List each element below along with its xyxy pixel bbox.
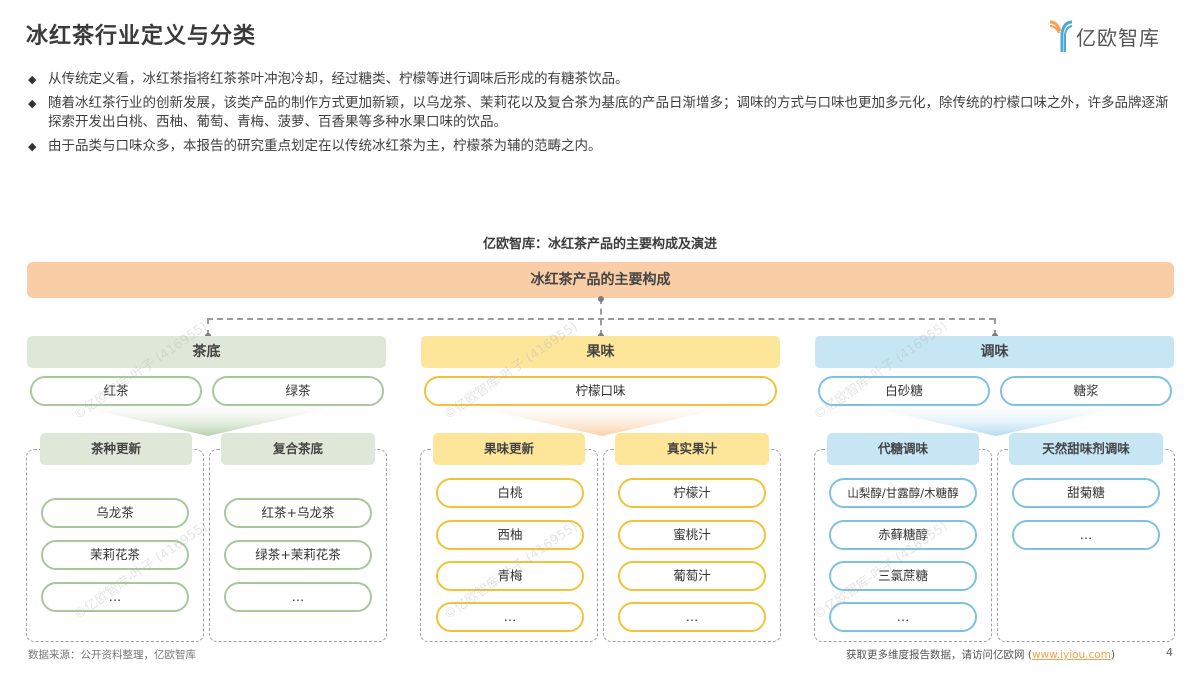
logo: 亿欧智库 [1048,18,1178,54]
group-item: 三氯蔗糖 [829,561,977,591]
group-item: 乌龙茶 [41,498,189,528]
diamond-bullet-icon: ◆ [28,140,37,153]
group-header: 果味更新 [433,433,585,465]
group-item: 绿茶+茉莉花茶 [224,540,372,570]
diagram-title: 亿欧智库：冰红茶产品的主要构成及演进 [482,237,717,252]
footer-note-prefix: 获取更多维度报告数据，请访问亿欧网 ( [846,649,1032,661]
group-item: … [1012,520,1160,550]
group-header: 复合茶底 [221,433,375,465]
footer-note-suffix: ) [1110,649,1116,661]
group-item: … [41,582,189,612]
page-title: 冰红茶行业定义与分类 [26,24,257,49]
connector-line [600,298,602,336]
base-item: 柠檬口味 [424,376,777,406]
bullet-text: 由于品类与口味众多，本报告的研究重点划定在以传统冰红茶为主，柠檬茶为辅的范畴之内… [48,138,602,154]
group-item: 茉莉花茶 [41,540,189,570]
logo-icon [1049,20,1073,52]
bullet-text: 从传统定义看，冰红茶指将红茶茶叶冲泡冷却，经过糖类、柠檬等进行调味后形成的有糖茶… [48,71,629,87]
arrow-down-icon [838,400,1154,436]
category-fruit-flavor: 果味 [421,336,780,368]
group-item: 红茶+乌龙茶 [224,498,372,528]
bullet-item: ◆ 随着冰红茶行业的创新发展，该类产品的制作方式更加新颖，以乌龙茶、茉莉花以及复… [28,94,1178,132]
website-link[interactable]: www.iyiou.com [1031,649,1111,661]
base-item: 白砂糖 [818,376,990,406]
page-number: 4 [1166,646,1173,659]
data-source: 数据来源：公开资料整理，亿欧智库 [28,649,196,661]
group-item: 柠檬汁 [618,478,766,508]
category-seasoning: 调味 [815,336,1174,368]
logo-text: 亿欧智库 [1076,25,1160,50]
group-item: 甜菊糖 [1012,478,1160,508]
group-item: … [618,602,766,632]
group-item: 山梨醇/甘露醇/木糖醇 [829,478,977,508]
root-node: 冰红茶产品的主要构成 [27,262,1174,298]
category-tea-base: 茶底 [27,336,386,368]
group-item: … [224,582,372,612]
group-item: 白桃 [436,478,584,508]
footer-note: 获取更多维度报告数据，请访问亿欧网 (www.iyiou.com) [846,647,1115,662]
diamond-bullet-icon: ◆ [28,97,37,110]
group-header: 真实果汁 [615,433,769,465]
group-header: 天然甜味剂调味 [1009,433,1163,465]
group-header: 茶种更新 [40,433,192,465]
group-item: 葡萄汁 [618,561,766,591]
base-item: 绿茶 [212,376,384,406]
connector-line [207,318,995,320]
group-item: … [829,602,977,632]
connector-dot [598,296,604,302]
bullet-list: ◆ 从传统定义看，冰红茶指将红茶茶叶冲泡冷却，经过糖类、柠檬等进行调味后形成的有… [28,70,1178,161]
bullet-item: ◆ 从传统定义看，冰红茶指将红茶茶叶冲泡冷却，经过糖类、柠檬等进行调味后形成的有… [28,70,1178,89]
base-item: 糖浆 [1000,376,1172,406]
diamond-bullet-icon: ◆ [28,73,37,86]
bullet-text: 随着冰红茶行业的创新发展，该类产品的制作方式更加新颖，以乌龙茶、茉莉花以及复合茶… [48,95,1169,130]
group-item: 蜜桃汁 [618,520,766,550]
group-item: … [436,602,584,632]
group-header: 代糖调味 [827,433,979,465]
base-item: 红茶 [30,376,202,406]
bullet-item: ◆ 由于品类与口味众多，本报告的研究重点划定在以传统冰红茶为主，柠檬茶为辅的范畴… [28,137,1178,156]
connector-line [994,318,996,336]
arrow-down-icon [50,400,366,436]
group-item: 西柚 [436,520,584,550]
group-item: 青梅 [436,561,584,591]
connector-line [207,318,209,336]
group-item: 赤藓糖醇 [829,520,977,550]
arrow-down-icon [444,400,760,436]
